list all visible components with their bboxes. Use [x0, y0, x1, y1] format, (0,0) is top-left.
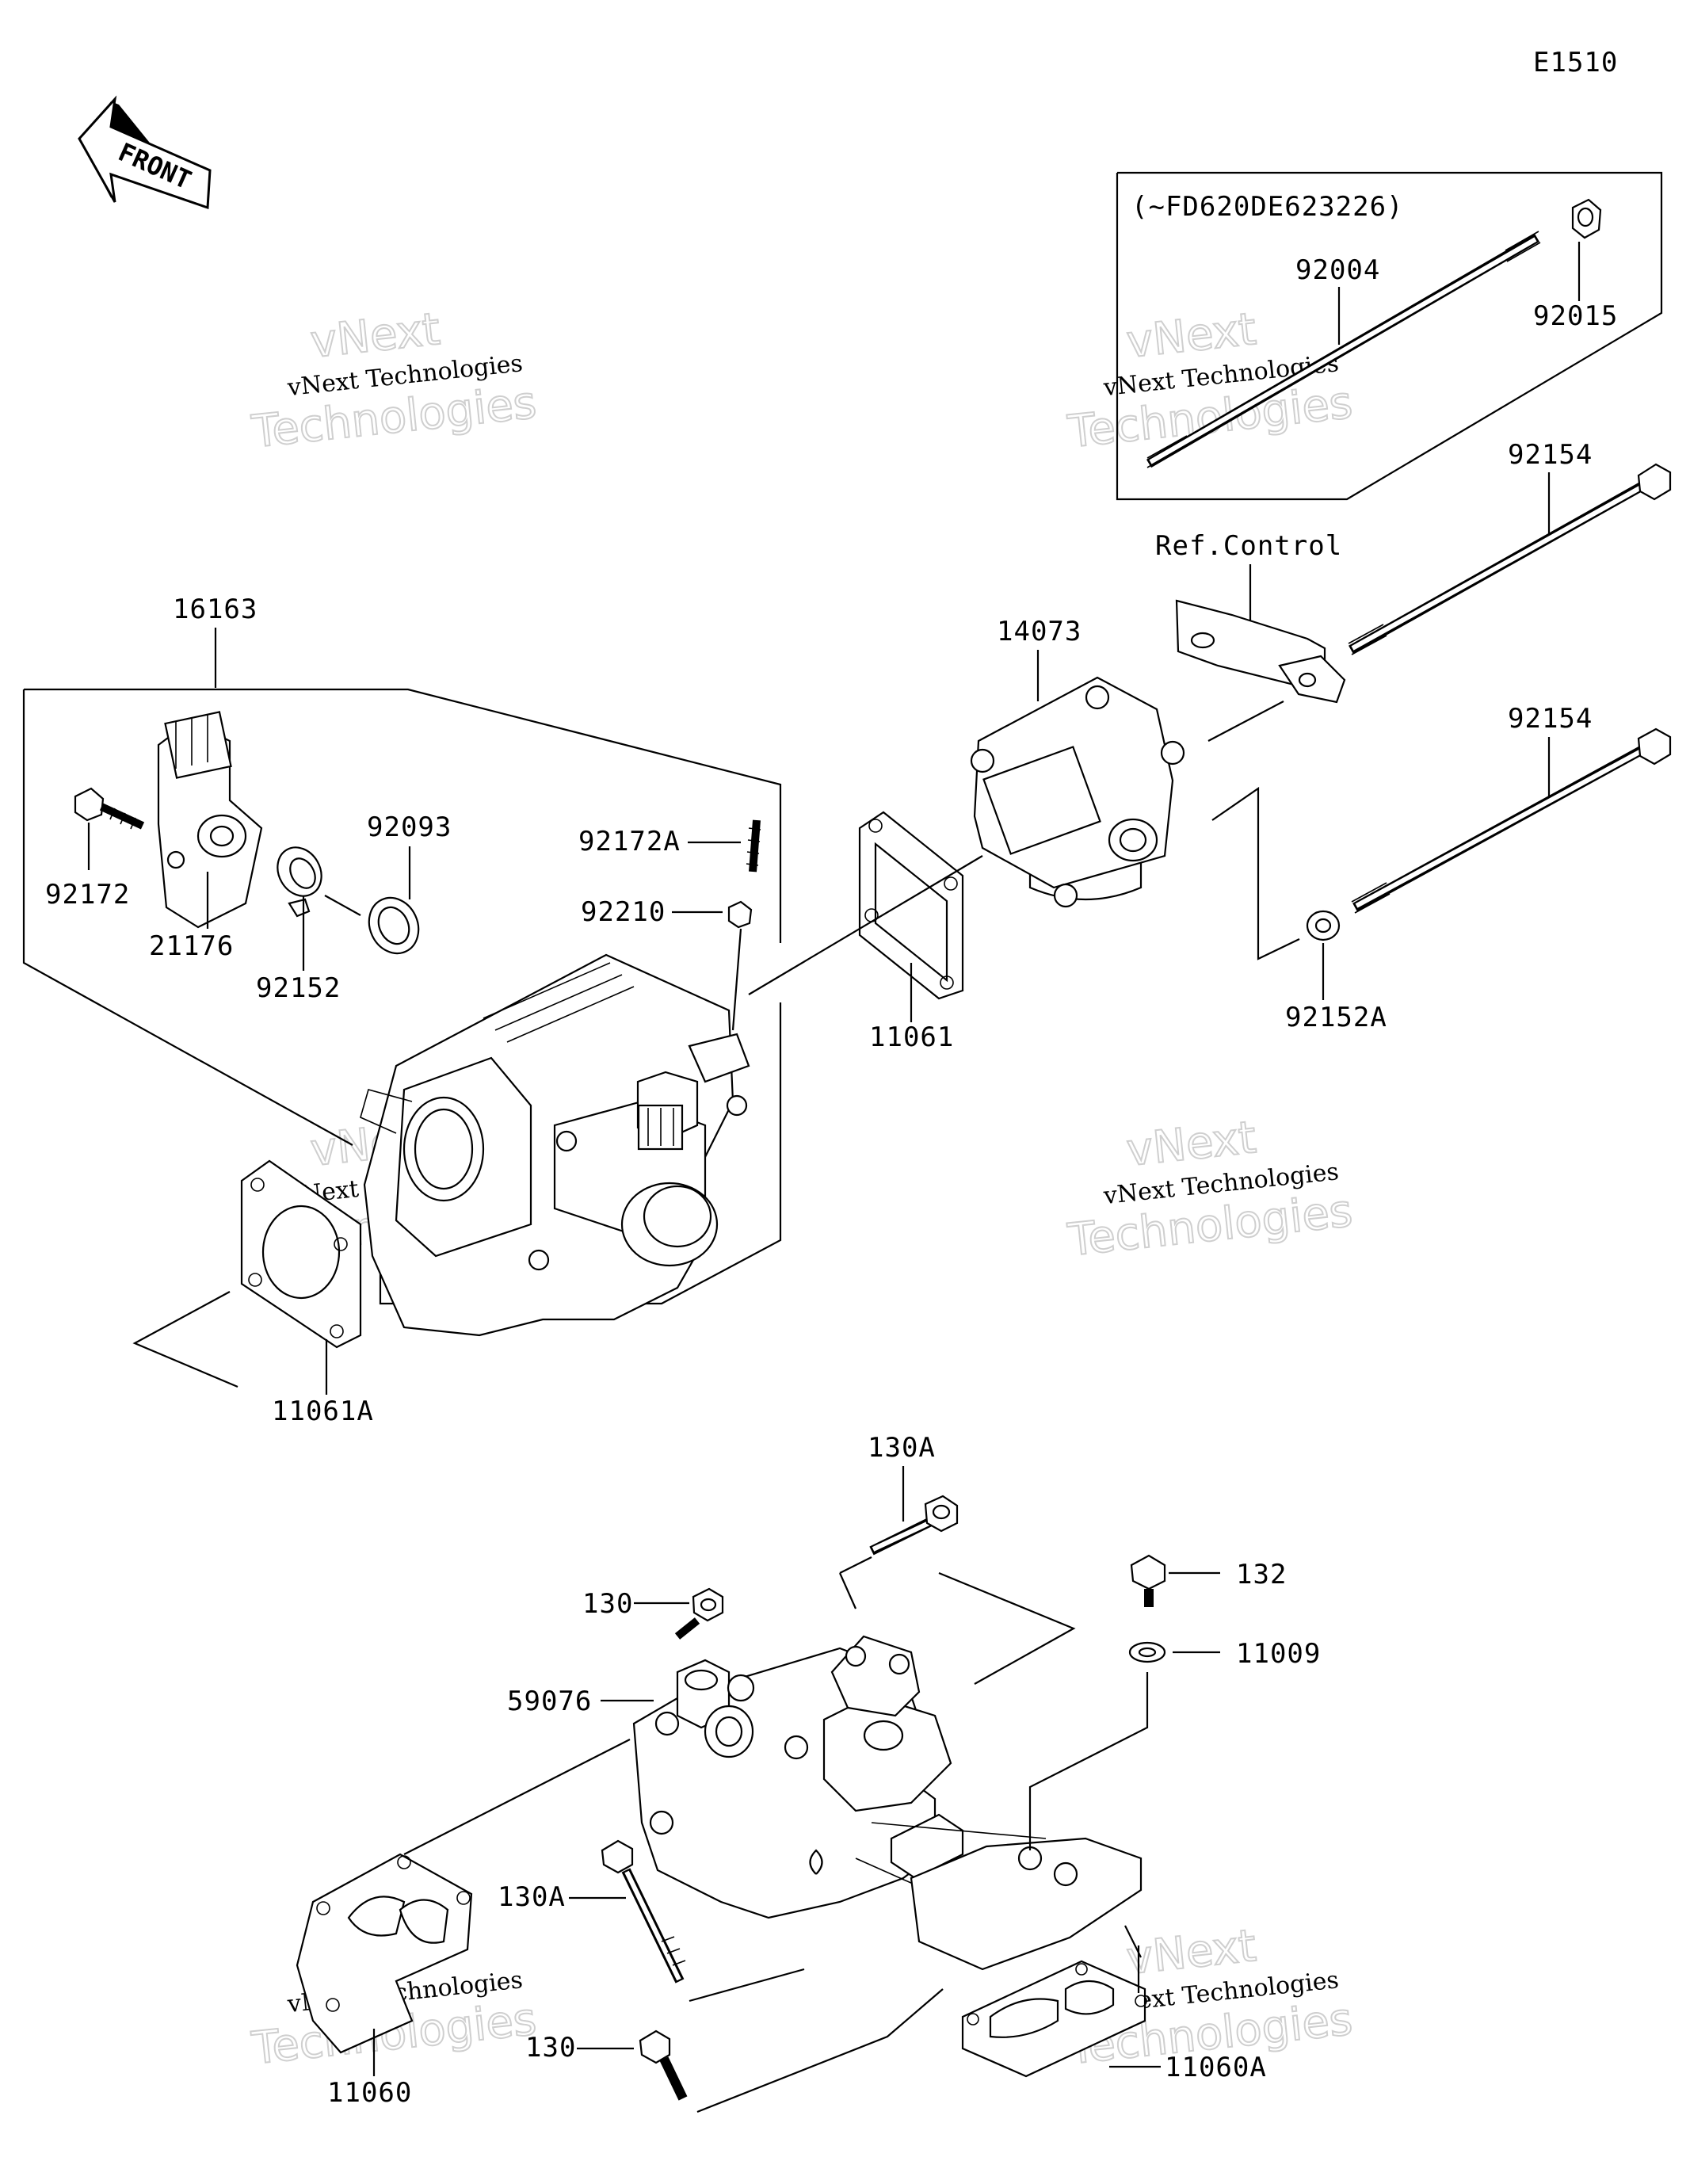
label-130A-bottom: 130A [498, 1881, 566, 1913]
label-92093: 92093 [367, 811, 452, 843]
stud-92004-icon [1146, 231, 1541, 468]
gasket-11061-icon [858, 811, 964, 1000]
label-11061: 11061 [869, 1021, 954, 1053]
screw-92172-icon [74, 787, 145, 830]
bolt-130-top-icon [674, 1587, 724, 1640]
label-21176: 21176 [149, 930, 234, 962]
manifold-59076-icon [632, 1635, 1047, 1922]
label-92015: 92015 [1533, 300, 1618, 332]
serial-box: (~FD620DE623226) [1116, 171, 1663, 501]
svg-text:vNext: vNext [1124, 1920, 1259, 1985]
bolt-92154-lower-icon [1351, 727, 1672, 914]
svg-text:vNext: vNext [308, 304, 443, 368]
label-92172A: 92172A [578, 826, 681, 857]
label-92172: 92172 [45, 879, 130, 911]
label-130-top: 130 [582, 1588, 633, 1620]
label-11009: 11009 [1236, 1638, 1321, 1670]
gasket-11060-icon [296, 1853, 473, 2054]
label-92152: 92152 [256, 972, 341, 1004]
label-14073: 14073 [997, 616, 1082, 647]
label-132: 132 [1236, 1559, 1287, 1590]
label-16163: 16163 [173, 594, 258, 625]
flange-hole-1 [1017, 1846, 1043, 1871]
bolt-130A-bottom-icon [601, 1839, 686, 1984]
watermark-mid-right: vNext vNext Technologies Technologies [1064, 1111, 1356, 1267]
ref-control-label: Ref.Control [1155, 530, 1342, 562]
washer-11009-icon [1128, 1641, 1166, 1663]
gasket-11060A-icon [961, 1960, 1147, 2078]
label-11061A: 11061A [272, 1396, 374, 1427]
label-11060: 11060 [327, 2077, 412, 2109]
label-92154-upper: 92154 [1508, 439, 1593, 471]
oring-92093-icon [368, 896, 420, 955]
bolt-92154-upper-icon [1348, 463, 1672, 655]
sensor-21176-icon [157, 711, 263, 929]
svg-text:vNext: vNext [1124, 1112, 1259, 1177]
label-92210: 92210 [581, 896, 666, 928]
adapter-14073-icon [970, 676, 1185, 908]
label-92152A: 92152A [1285, 1002, 1387, 1033]
bolt-130A-top-icon [869, 1495, 959, 1556]
flange-hole-2 [1053, 1861, 1078, 1887]
label-130A-top: 130A [868, 1432, 936, 1464]
nut-92210-icon [727, 900, 753, 929]
bolt-132-icon [1130, 1554, 1166, 1607]
front-arrow-icon: FRONT [78, 95, 212, 210]
pin-92172A-icon [746, 819, 761, 872]
diagram-code: E1510 [1533, 47, 1618, 78]
label-11060A: 11060A [1165, 2052, 1267, 2083]
gasket-11061A-icon [240, 1159, 362, 1349]
nut-92015-icon [1571, 198, 1602, 239]
label-92004: 92004 [1295, 254, 1380, 286]
bolt-130-bottom-icon [639, 2029, 688, 2101]
svg-text:vNext: vNext [1124, 304, 1259, 368]
label-92154-lower: 92154 [1508, 703, 1593, 735]
manifold-flange-icon [910, 1837, 1143, 1971]
watermark-top-left: vNext vNext Technologies Technologies [248, 303, 540, 459]
throttle-body-icon [360, 953, 750, 1337]
washer-92152A-icon [1306, 910, 1341, 941]
control-bracket-icon [1175, 599, 1346, 704]
serial-note: (~FD620DE623226) [1131, 191, 1404, 223]
clip-92152-icon [277, 846, 322, 918]
label-59076: 59076 [507, 1686, 592, 1717]
label-130-bottom: 130 [525, 2032, 576, 2064]
